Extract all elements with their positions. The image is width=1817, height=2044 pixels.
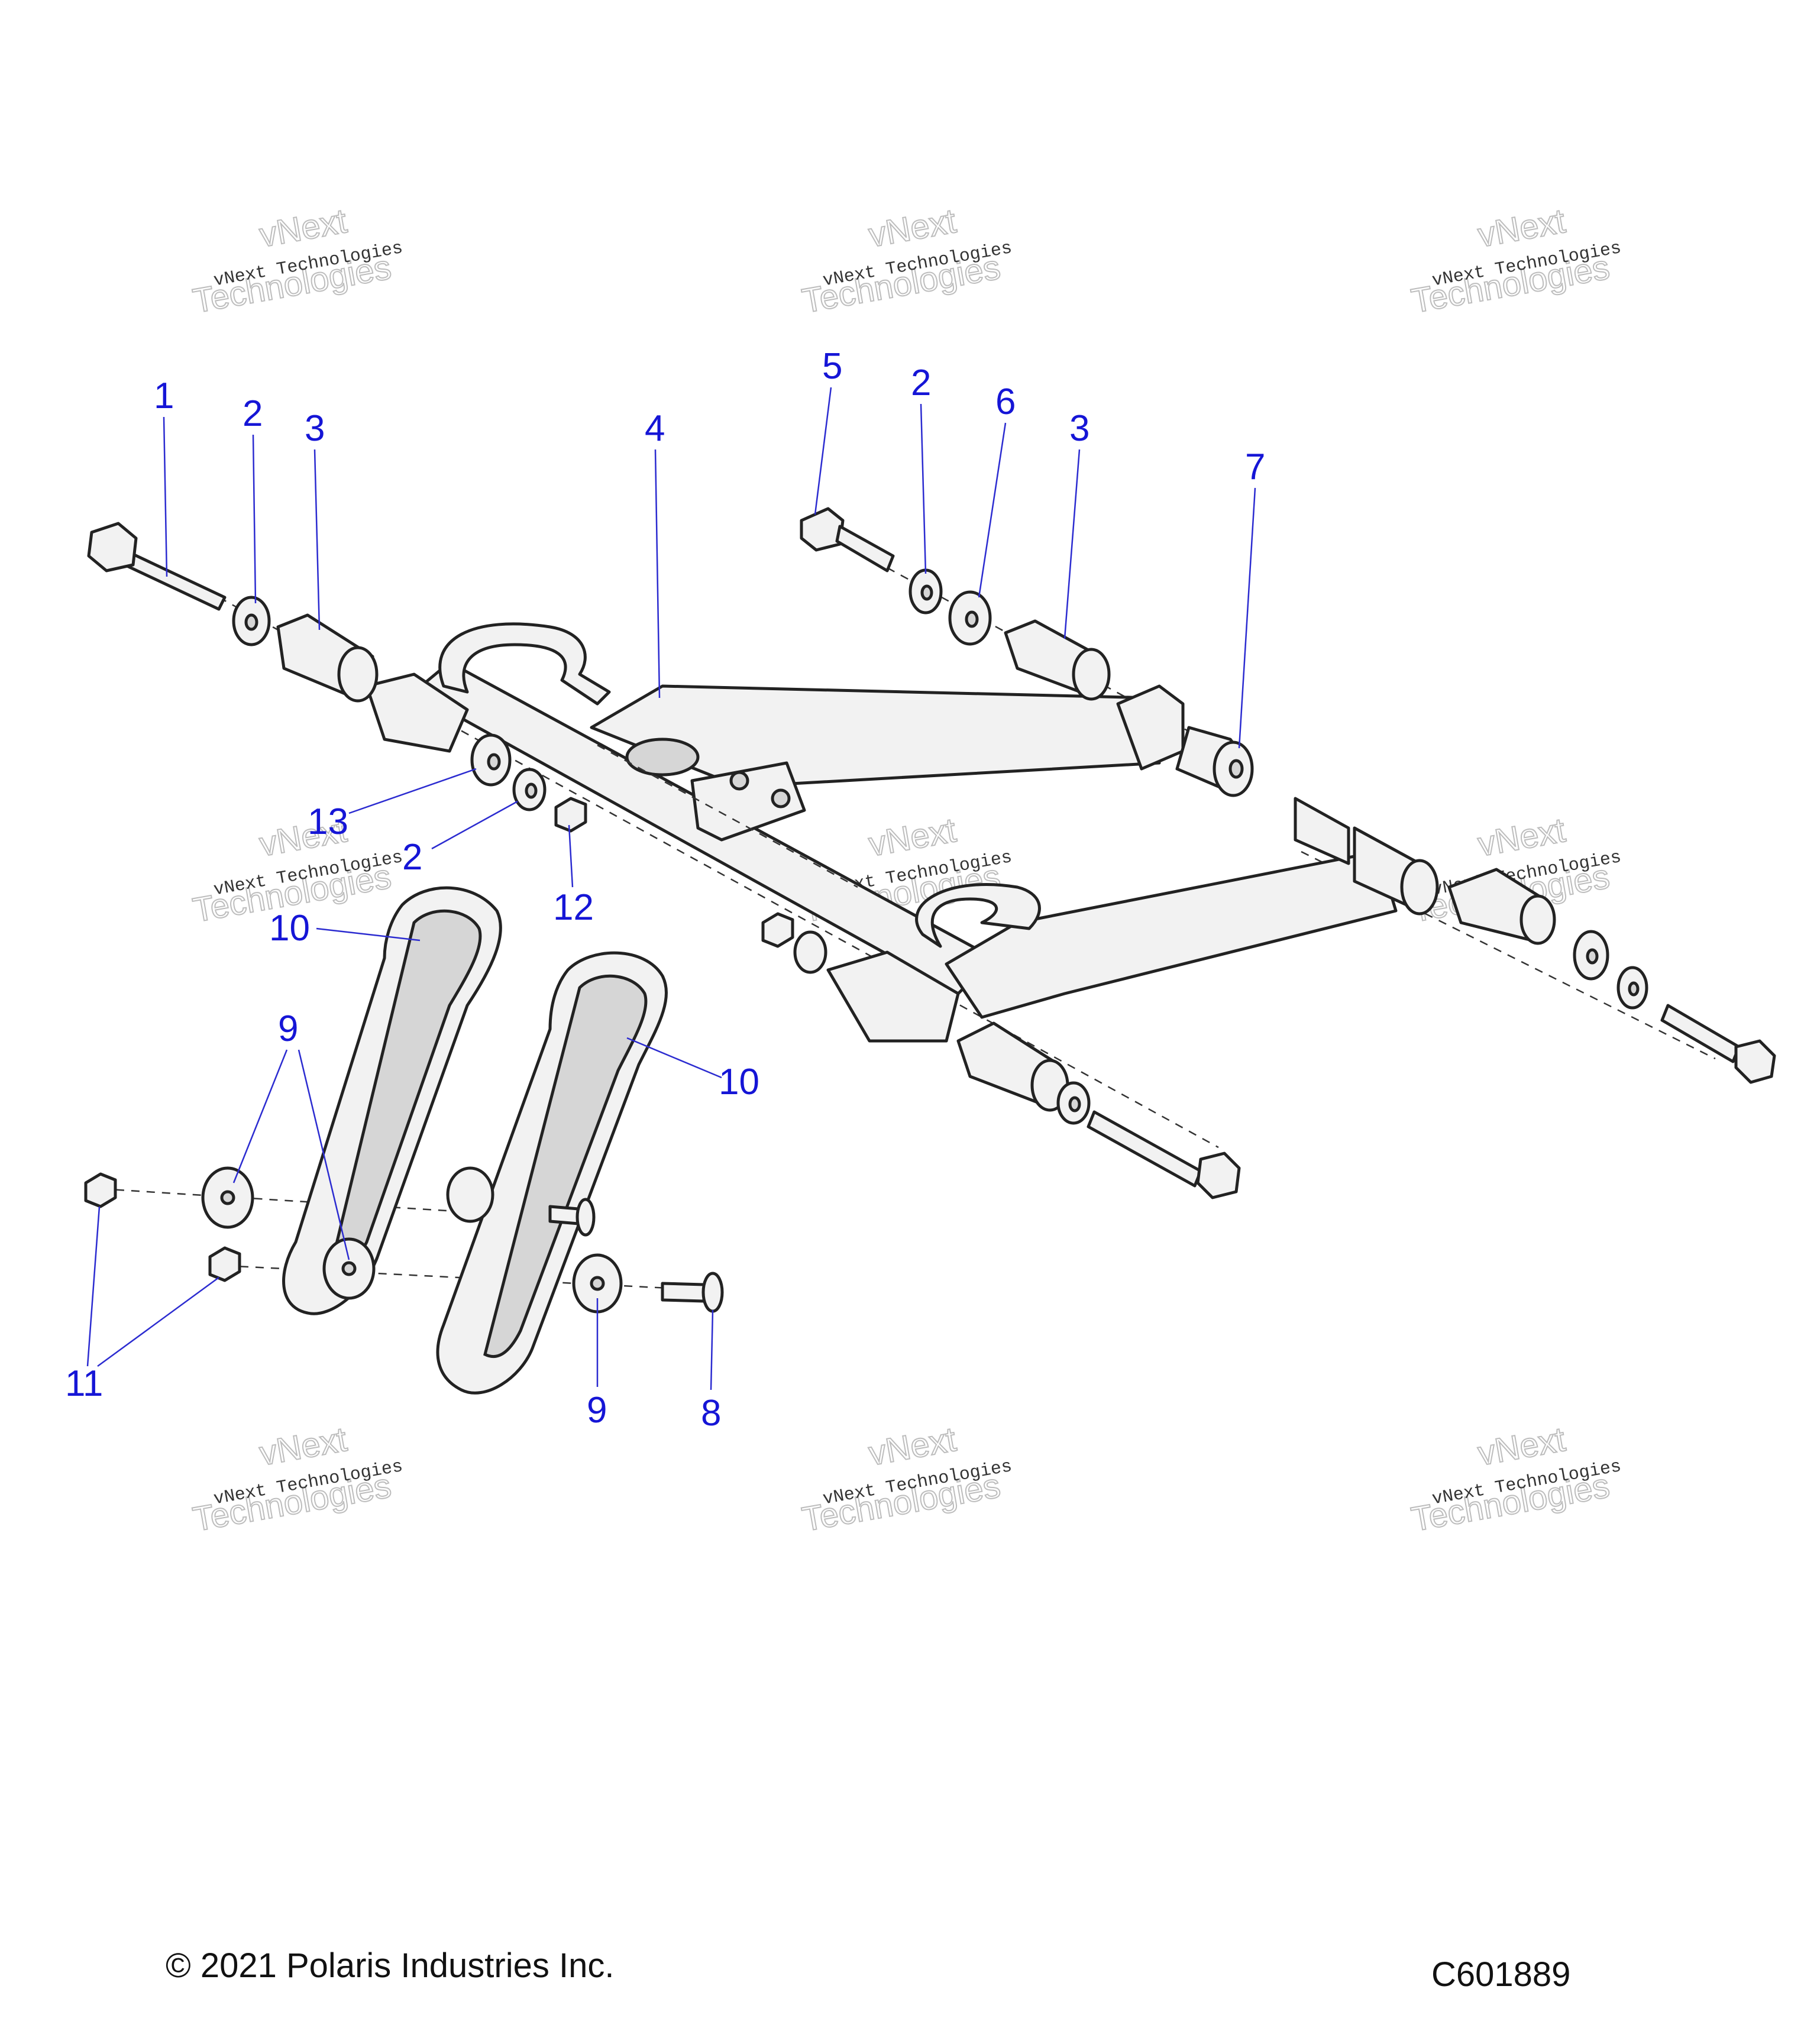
watermark: vNext Technologies vNext Technologies xyxy=(798,201,1013,321)
washer-2a xyxy=(232,596,271,646)
arm-hole xyxy=(625,738,700,777)
callout-12: 12 xyxy=(553,887,594,928)
svg-text:vNext: vNext xyxy=(1475,1420,1568,1473)
watermark: vNext Technologies vNext Technologies xyxy=(189,201,404,321)
bushing-3a xyxy=(276,613,379,703)
front-lower-bolt xyxy=(1087,1110,1241,1199)
callout-9: 9 xyxy=(587,1390,607,1431)
bolt-5 xyxy=(800,507,895,573)
svg-text:vNext: vNext xyxy=(257,1420,350,1473)
leader-2 xyxy=(252,434,257,604)
a-arm xyxy=(365,622,1439,1043)
nut-12 xyxy=(554,797,587,833)
washer-13 xyxy=(470,733,512,787)
callout-4: 4 xyxy=(645,408,665,449)
watermark: vNext Technologies vNext Technologies xyxy=(1408,1419,1622,1540)
callout-11: 11 xyxy=(65,1363,103,1404)
svg-text:vNext: vNext xyxy=(1475,202,1568,255)
leader-4 xyxy=(654,449,661,698)
svg-text:vNext: vNext xyxy=(257,202,350,255)
limit-strap-a xyxy=(282,886,502,1315)
svg-text:vNext: vNext xyxy=(1475,811,1568,864)
callouts: 1 2 3 4 5 2 6 3 7 13 2 12 10 xyxy=(65,346,1265,1434)
bolt-8 xyxy=(661,1272,724,1313)
rear-lower-bolt xyxy=(1660,1004,1776,1084)
callout-7: 7 xyxy=(1245,447,1265,487)
rear-lower-washers xyxy=(1573,930,1648,1010)
leader-10 xyxy=(626,1037,722,1079)
nut-11b xyxy=(208,1246,241,1282)
nut-11a xyxy=(84,1172,117,1208)
copyright-notice: © 2021 Polaris Industries Inc. xyxy=(166,1946,615,1985)
leader-1 xyxy=(163,416,168,577)
leader-7 xyxy=(1238,487,1256,749)
leader-2 xyxy=(920,403,927,574)
washer-2c xyxy=(512,768,547,811)
washer-9a xyxy=(201,1166,254,1229)
leader-5 xyxy=(814,387,832,515)
front-lower-bushing xyxy=(956,1021,1069,1112)
leader-6 xyxy=(978,422,1007,598)
leader-11 xyxy=(86,1206,101,1367)
washer-2b xyxy=(908,568,943,615)
leader-12 xyxy=(568,824,574,888)
leader-3 xyxy=(313,449,321,630)
leader-13 xyxy=(348,768,477,814)
diagram-id: C601889 xyxy=(1431,1955,1571,1994)
watermark: vNext Technologies vNext Technologies xyxy=(189,1419,404,1540)
callout-10: 10 xyxy=(719,1062,759,1102)
callout-2: 2 xyxy=(243,393,263,434)
washer-upper-right xyxy=(446,1166,494,1223)
bolt-upper-right xyxy=(548,1198,596,1237)
front-lower-washer xyxy=(1056,1081,1091,1125)
leader-10 xyxy=(316,927,421,942)
callout-8: 8 xyxy=(701,1393,721,1434)
svg-text:vNext: vNext xyxy=(866,811,959,864)
callout-13: 13 xyxy=(308,801,348,842)
callout-2: 2 xyxy=(911,363,931,403)
callout-2: 2 xyxy=(402,837,422,878)
leader-3 xyxy=(1063,449,1081,639)
leader-2 xyxy=(431,800,518,850)
svg-text:vNext: vNext xyxy=(866,1420,959,1473)
leader-9 xyxy=(298,1049,350,1260)
callout-3: 3 xyxy=(1069,408,1089,449)
rear-lower-bushing xyxy=(1447,868,1556,945)
callout-5: 5 xyxy=(822,346,842,387)
limit-strap-b xyxy=(436,951,668,1395)
leader-8 xyxy=(710,1309,714,1390)
bushing-3b xyxy=(1004,619,1111,701)
callout-3: 3 xyxy=(305,408,325,449)
front-lower-nut-washer xyxy=(761,912,827,974)
washer-9b xyxy=(322,1237,376,1300)
callout-1: 1 xyxy=(154,376,174,416)
watermark: vNext Technologies vNext Technologies xyxy=(1408,201,1622,321)
watermark: vNext Technologies vNext Technologies xyxy=(798,1419,1013,1540)
leader-11 xyxy=(97,1276,219,1367)
callout-10: 10 xyxy=(269,908,310,949)
callout-6: 6 xyxy=(995,381,1016,422)
washer-6 xyxy=(948,590,992,646)
leader-9 xyxy=(232,1049,288,1183)
svg-text:vNext: vNext xyxy=(866,202,959,255)
bolt-1 xyxy=(87,522,227,611)
callout-9: 9 xyxy=(278,1008,298,1049)
